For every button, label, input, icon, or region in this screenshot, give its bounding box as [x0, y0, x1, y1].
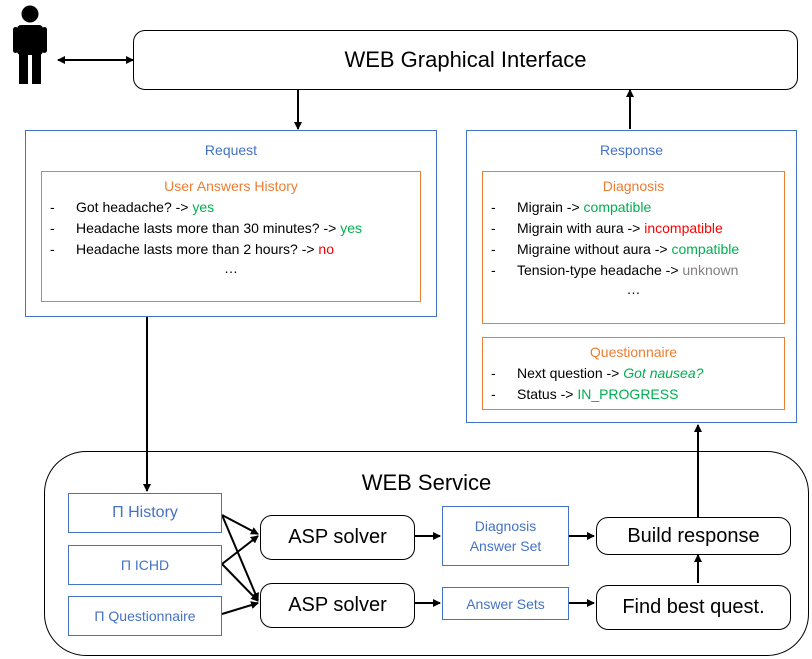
arrow-history-solver1 — [221, 514, 259, 535]
input-ichd-label: Π ICHD — [120, 557, 170, 573]
arrow-ichd-solver2 — [221, 563, 259, 602]
history-ellipsis: … — [224, 260, 238, 276]
list-item: Headache lasts more than 2 hours? -> no — [42, 239, 420, 260]
diagnosis-answer-set-box: Diagnosis Answer Set — [442, 506, 569, 566]
build-response-label: Build response — [627, 524, 760, 547]
list-item: Migraine without aura -> compatible — [483, 239, 784, 260]
web-gui-title: WEB Graphical Interface — [344, 47, 587, 72]
asp-solver-2-label: ASP solver — [288, 594, 387, 616]
questionnaire-title: Questionnaire — [589, 344, 678, 360]
list-item: Migrain with aura -> incompatible — [483, 218, 784, 239]
diagnosis-list: Migrain -> compatible Migrain with aura … — [483, 197, 784, 281]
list-item: Migrain -> compatible — [483, 197, 784, 218]
response-title: Response — [599, 142, 664, 158]
answer-sets-label: Answer Sets — [466, 595, 545, 612]
web-service-container: WEB Service — [44, 451, 809, 656]
history-title: User Answers History — [164, 178, 298, 194]
asp-solver-1: ASP solver — [260, 515, 415, 560]
diagnosis-box: Diagnosis Migrain -> compatible Migrain … — [482, 171, 785, 324]
list-item: Next question -> Got nausea? — [483, 363, 784, 384]
web-service-title: WEB Service — [361, 470, 492, 495]
input-questionnaire-label: Π Questionnaire — [94, 608, 196, 624]
asp-solver-2: ASP solver — [260, 583, 415, 628]
person-icon — [13, 5, 47, 84]
web-gui-box: WEB Graphical Interface — [133, 30, 798, 90]
input-questionnaire-box: Π Questionnaire — [68, 596, 222, 636]
diagnosis-title: Diagnosis — [602, 178, 665, 194]
list-item: Status -> IN_PROGRESS — [483, 384, 784, 405]
input-history-label: Π History — [112, 504, 178, 521]
input-history-box: Π History — [68, 493, 222, 533]
answer-sets-box: Answer Sets — [442, 587, 569, 620]
list-item: Tension-type headache -> unknown — [483, 260, 784, 281]
find-best-question-box: Find best quest. — [596, 585, 791, 630]
diagnosis-answer-set-label: Diagnosis Answer Set — [469, 518, 542, 554]
request-panel: Request User Answers History Got headach… — [25, 130, 437, 317]
list-item: Headache lasts more than 30 minutes? -> … — [42, 218, 420, 239]
diagnosis-ellipsis: … — [626, 281, 641, 297]
find-best-question-label: Find best quest. — [622, 596, 765, 618]
input-ichd-box: Π ICHD — [68, 545, 222, 585]
asp-solver-1-label: ASP solver — [288, 526, 387, 548]
request-title: Request — [204, 142, 258, 158]
history-list: Got headache? -> yes Headache lasts more… — [42, 197, 420, 260]
build-response-box: Build response — [596, 517, 791, 555]
arrow-quest-solver2 — [221, 601, 259, 615]
response-panel: Response Diagnosis Migrain -> compatible… — [466, 130, 797, 423]
arrow-history-solver2 — [221, 514, 259, 601]
list-item: Got headache? -> yes — [42, 197, 420, 218]
arrow-ichd-solver1 — [221, 535, 259, 565]
questionnaire-list: Next question -> Got nausea? Status -> I… — [483, 363, 784, 405]
questionnaire-box: Questionnaire Next question -> Got nause… — [482, 337, 785, 410]
history-box: User Answers History Got headache? -> ye… — [41, 171, 421, 302]
